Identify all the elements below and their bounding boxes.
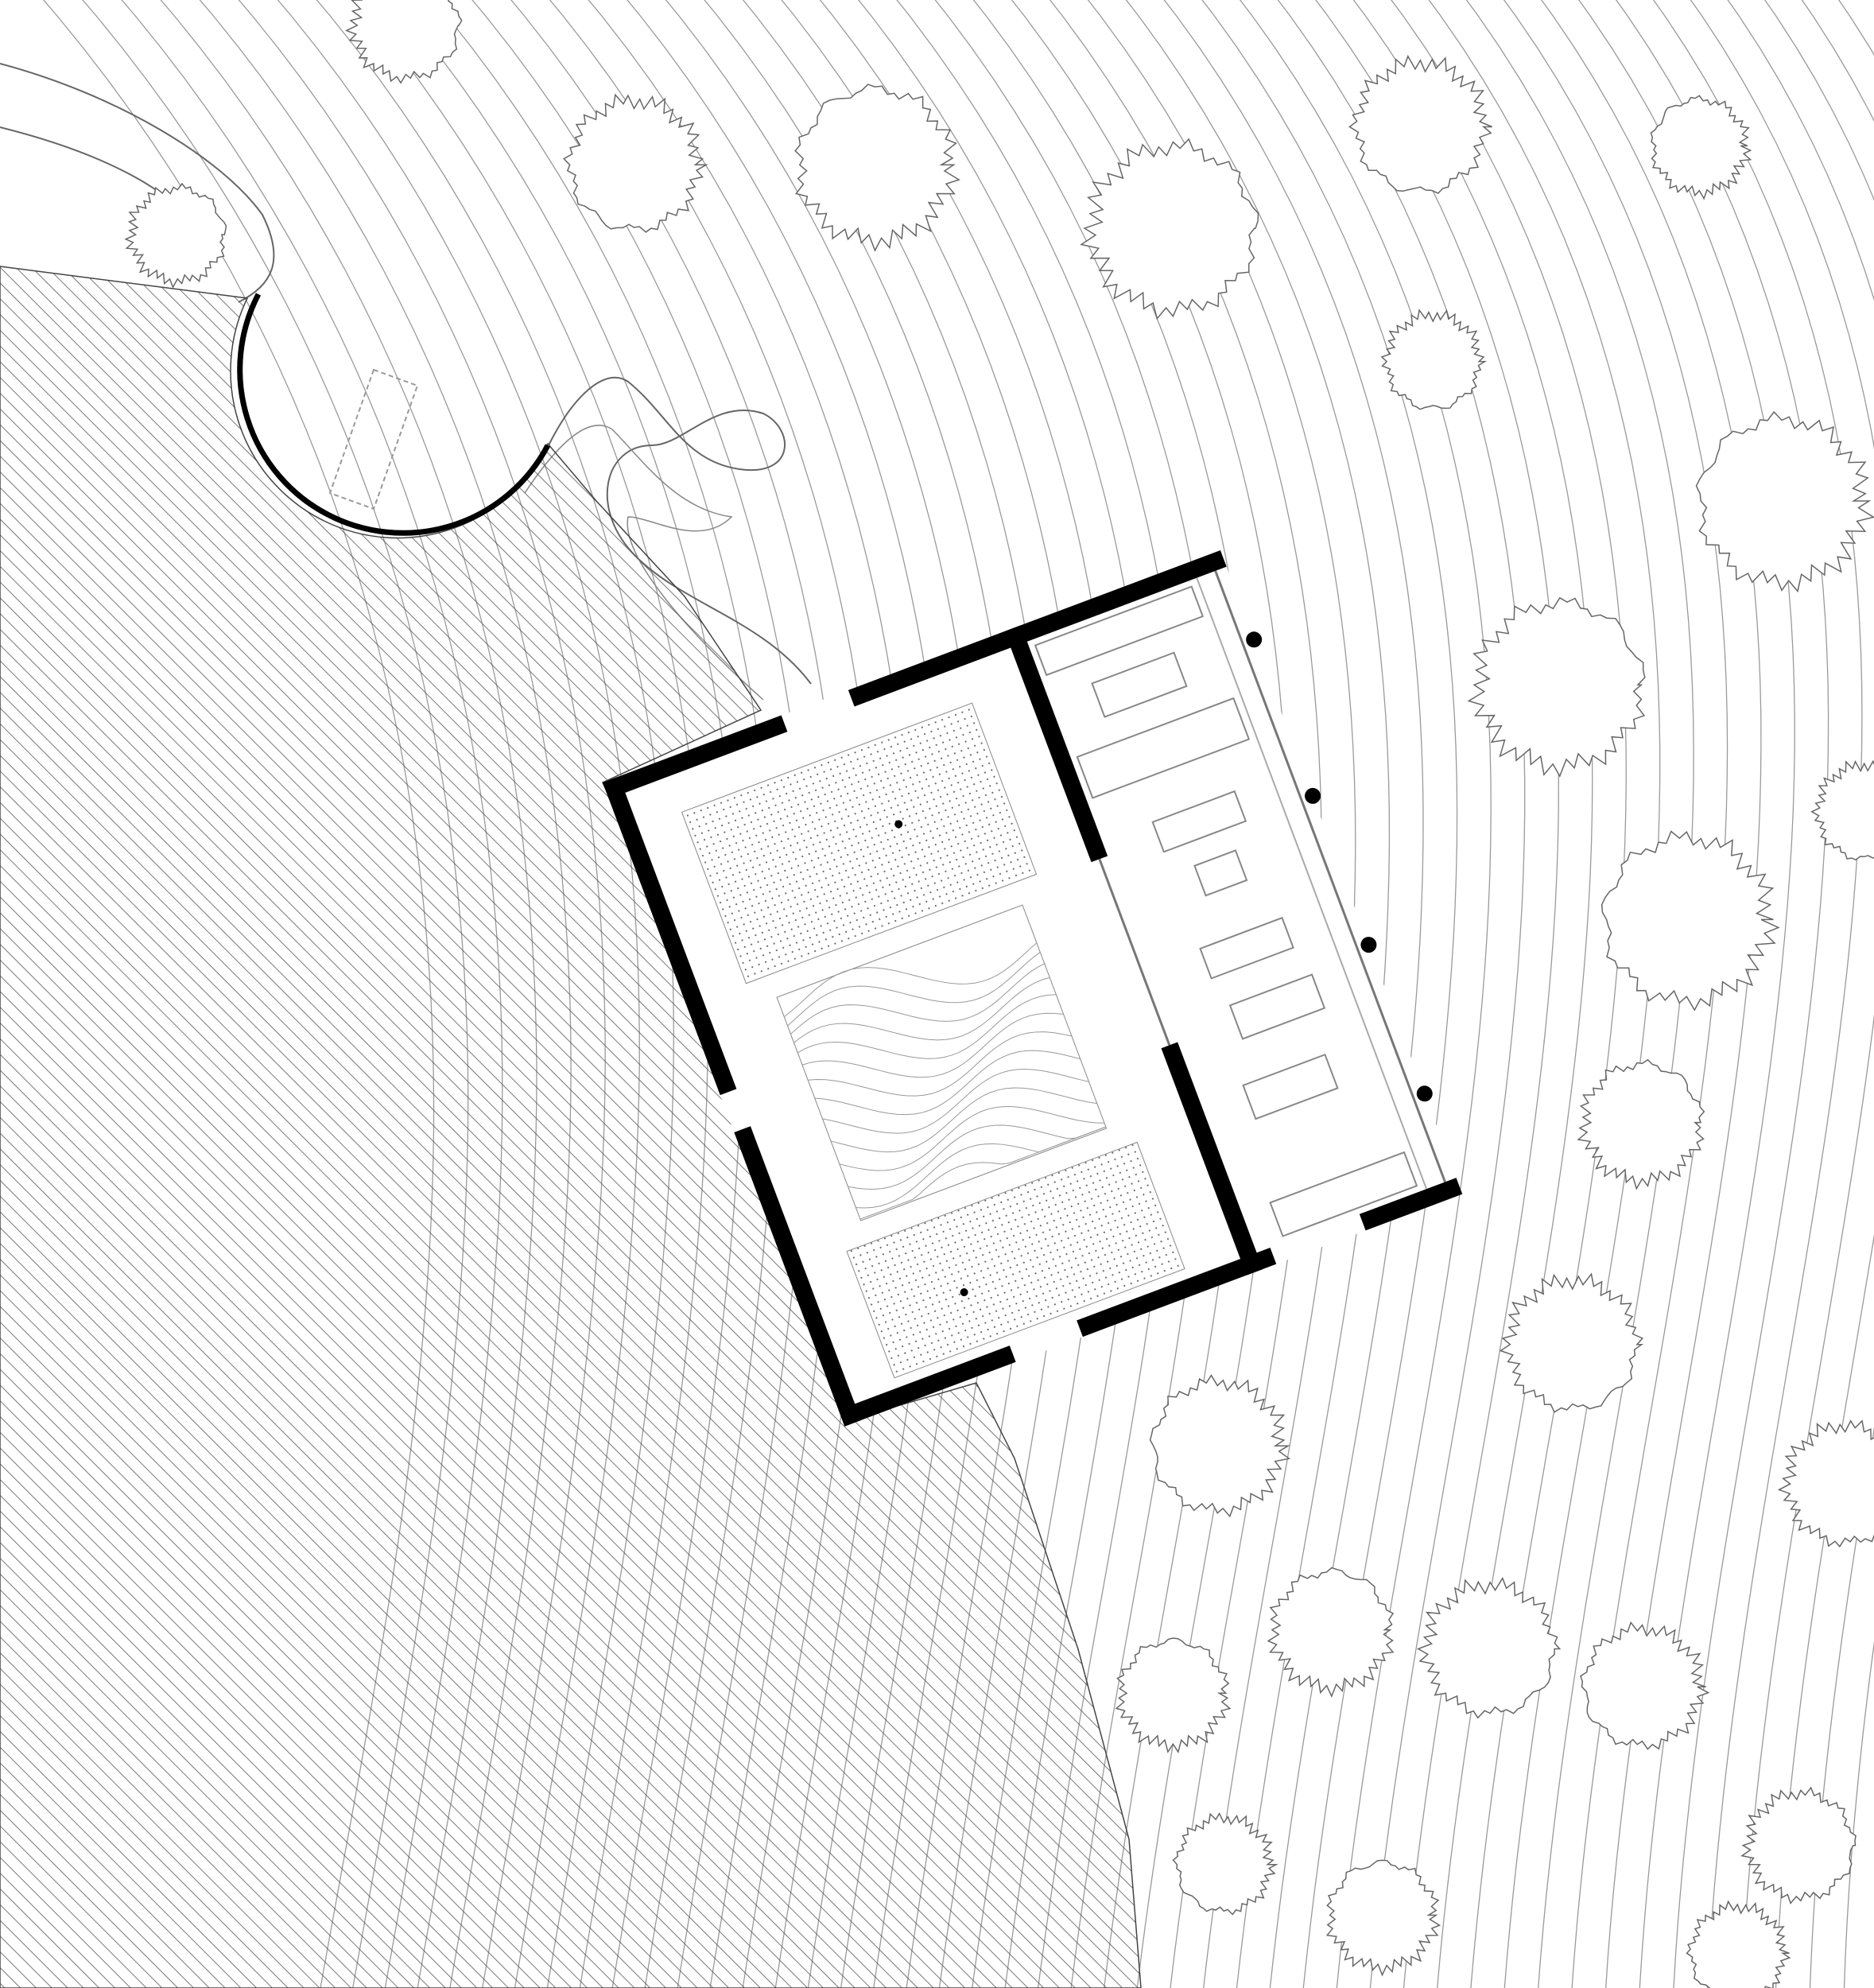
- contour-line: [1763, 0, 1874, 1988]
- coffee-table: [1193, 849, 1248, 897]
- trees: [124, 0, 1874, 1988]
- car-outline: [328, 368, 419, 511]
- contour-line: [1801, 0, 1874, 1988]
- columns: [1246, 631, 1433, 1102]
- tree-icon: [1380, 309, 1488, 410]
- marble-vein: [801, 1012, 1064, 1078]
- glazing-divider: [1098, 858, 1171, 1046]
- tree-icon: [1695, 410, 1874, 593]
- tree-icon: [1499, 1272, 1644, 1413]
- marble-vein: [814, 1050, 1081, 1116]
- column: [1360, 937, 1377, 953]
- marble-vein: [848, 1124, 1106, 1190]
- marble-vein: [797, 994, 1057, 1059]
- contour-line: [1652, 0, 1863, 1988]
- marble-veins: [783, 942, 1106, 1220]
- tree-icon: [1686, 1900, 1791, 1988]
- tree-icon: [1115, 1637, 1232, 1754]
- tree-icon: [1580, 1621, 1710, 1750]
- marble-vein: [790, 963, 1045, 1035]
- marble-vein: [783, 942, 1038, 1018]
- gravel-pad-south: [846, 1141, 1185, 1379]
- contour-line: [1615, 0, 1829, 1988]
- dining-table: [1091, 651, 1188, 718]
- stair: [1076, 697, 1251, 799]
- marble-vein: [793, 977, 1050, 1043]
- tree-icon: [1149, 1374, 1291, 1518]
- wall-divider-lower: [1161, 1042, 1263, 1276]
- tree-icon: [794, 83, 960, 252]
- glazing-east: [1214, 570, 1446, 1182]
- wall-left-upper: [603, 776, 737, 1096]
- tree-icon: [344, 0, 463, 84]
- tree-icon: [562, 93, 708, 233]
- wall-wing-bottom: [1359, 1178, 1463, 1231]
- tree-icon: [1650, 95, 1752, 200]
- tree-icon: [1325, 1859, 1441, 1977]
- wall-top-left: [603, 715, 788, 799]
- stair-north: [1034, 585, 1205, 677]
- marble-vein: [839, 1106, 1105, 1171]
- tree-icon: [1172, 1812, 1278, 1916]
- tree-icon: [1467, 596, 1646, 778]
- sofa: [1199, 916, 1294, 980]
- tree-icon: [1777, 1419, 1874, 1548]
- wall-bottom-right: [1077, 1248, 1277, 1338]
- wall-left-lower: [734, 1126, 861, 1427]
- tree-icon: [1600, 830, 1780, 1011]
- tree-icon: [1740, 1786, 1857, 1905]
- tree-icon: [1348, 54, 1492, 195]
- tree-trunk: [960, 1288, 968, 1297]
- wall-top-right: [848, 549, 1227, 707]
- tree-icon: [1577, 1058, 1705, 1190]
- tree-icon: [1810, 759, 1874, 861]
- turnaround-wall: [237, 293, 551, 536]
- tree-icon: [1080, 138, 1259, 320]
- tree-trunk: [894, 820, 903, 829]
- sofa: [1151, 790, 1247, 853]
- fireplace: [1228, 973, 1326, 1040]
- driveway-edge-outer: [0, 63, 275, 303]
- tree-icon: [1416, 1577, 1562, 1719]
- marble-vein: [787, 952, 1041, 1027]
- dining-table: [1242, 1053, 1339, 1120]
- marble-vein: [808, 1031, 1072, 1097]
- gravel-pad-north: [681, 702, 1038, 984]
- tree-icon: [124, 182, 227, 289]
- glazing-east-inner: [1196, 577, 1428, 1190]
- wall-bottom-left: [838, 1345, 1016, 1427]
- contour-line: [1727, 0, 1874, 1988]
- column: [1416, 1085, 1433, 1102]
- marble-vein: [822, 1069, 1089, 1134]
- column: [1246, 631, 1263, 648]
- wall-divider-upper: [1004, 625, 1108, 863]
- marble-vein: [859, 1126, 1106, 1220]
- hatched-ground: [0, 266, 1142, 1988]
- stair-south: [1269, 1151, 1418, 1237]
- marble-pad: [776, 904, 1108, 1221]
- tree-icon: [1267, 1567, 1395, 1699]
- house-plan: [602, 549, 1463, 1427]
- marble-vein: [830, 1087, 1097, 1153]
- column: [1305, 787, 1321, 804]
- contour-line: [1690, 0, 1874, 1988]
